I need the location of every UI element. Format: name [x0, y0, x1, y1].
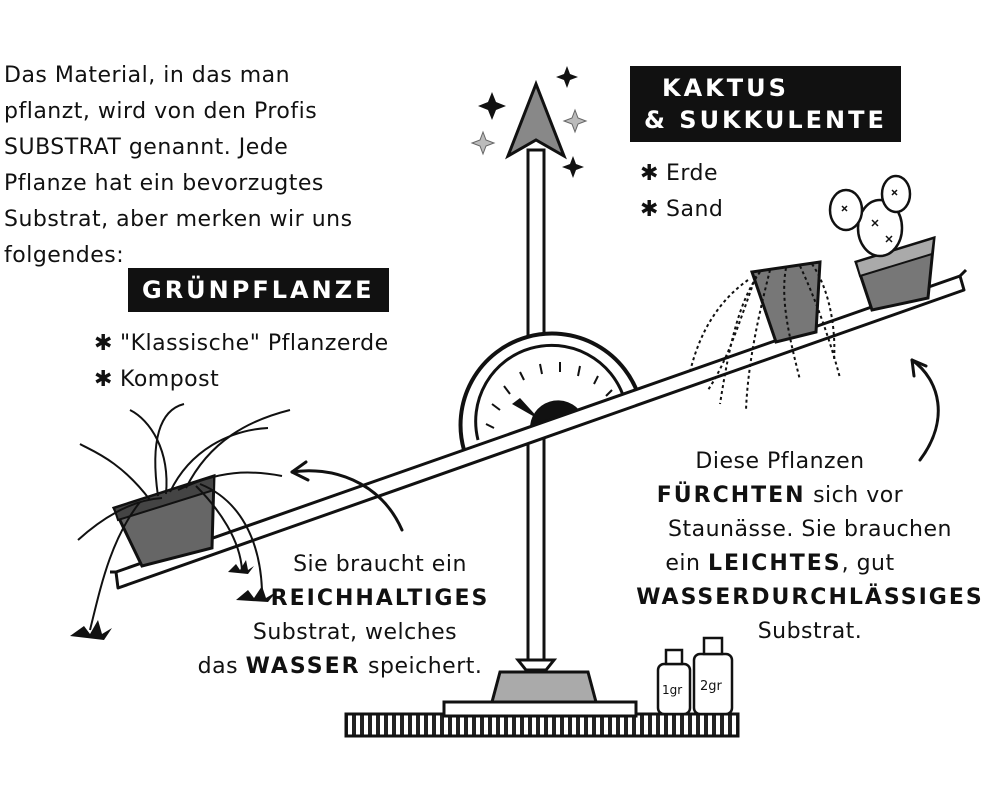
- list-item-label: "Klassische" Pflanzerde: [120, 331, 389, 356]
- asterisk-bullet-icon: ✱: [94, 367, 113, 392]
- asterisk-bullet-icon: ✱: [640, 197, 659, 222]
- weight-small: [656, 648, 692, 716]
- intro-line: SUBSTRAT genannt. Jede: [4, 135, 289, 160]
- intro-line: Das Material, in das man: [4, 63, 291, 88]
- green-plant-title: GRÜNPFLANZE: [128, 268, 389, 312]
- curved-arrow-icon: [290, 460, 404, 532]
- note-emphasis: REICHHALTIGES: [270, 586, 490, 611]
- note-line: Substrat, welches: [252, 620, 458, 645]
- asterisk-bullet-icon: ✱: [640, 161, 659, 186]
- list-item-label: Kompost: [120, 367, 220, 392]
- weight-large-label: 2gr: [700, 679, 723, 694]
- note-line: WASSERDURCHLÄSSIGES: [620, 581, 1000, 615]
- cactus-note: Diese Pflanzen FÜRCHTEN sich vor Staunäs…: [620, 445, 1000, 649]
- sparkle-icon: [470, 108, 588, 156]
- note-line: Diese Pflanzen: [695, 449, 865, 474]
- list-item: ✱ Erde: [640, 156, 723, 192]
- note-emphasis: WASSER: [245, 654, 361, 679]
- list-item-label: Sand: [666, 197, 724, 222]
- string-of-pearls-plant: [689, 260, 841, 411]
- note-line: Sie braucht ein: [293, 552, 467, 577]
- asterisk-bullet-icon: ✱: [94, 331, 113, 356]
- sparkle-icon: [478, 66, 584, 178]
- scale-base: [344, 670, 740, 738]
- note-text: das: [197, 654, 239, 679]
- cactus-title-line: & SUKKULENTE: [644, 106, 887, 134]
- intro-text: Das Material, in das man pflanzt, wird v…: [4, 58, 404, 274]
- note-line: FÜRCHTEN sich vor: [620, 479, 1000, 513]
- intro-line: Pflanze hat ein bevorzugtes: [4, 171, 324, 196]
- note-line: ein LEICHTES, gut: [620, 547, 1000, 581]
- note-line: Staunässe. Sie brauchen: [668, 517, 952, 542]
- weight-large: [692, 636, 734, 716]
- green-plant-note: Sie braucht ein REICHHALTIGES Substrat, …: [160, 548, 520, 684]
- list-item: ✱ Kompost: [94, 362, 389, 398]
- cactus-title-line: KAKTUS: [662, 74, 789, 102]
- green-plant-list: ✱ "Klassische" Pflanzerde ✱ Kompost: [94, 326, 389, 398]
- intro-line: pflanzt, wird von den Profis: [4, 99, 318, 124]
- spider-plant-pot: [70, 403, 291, 640]
- note-emphasis: FÜRCHTEN: [656, 483, 806, 508]
- intro-line: Substrat, aber merken wir uns: [4, 207, 353, 232]
- cactus-list: ✱ Erde ✱ Sand: [640, 156, 723, 228]
- list-item-label: Erde: [666, 161, 719, 186]
- list-item: ✱ Sand: [640, 192, 723, 228]
- cactus-title: KAKTUS & SUKKULENTE: [630, 66, 901, 142]
- weight-small-label: 1gr: [662, 683, 682, 697]
- note-line: das WASSER speichert.: [160, 650, 520, 684]
- note-line: REICHHALTIGES: [160, 582, 520, 616]
- intro-line: folgendes:: [4, 243, 125, 268]
- note-emphasis: WASSERDURCHLÄSSIGES: [636, 585, 984, 610]
- note-text: ein: [665, 551, 701, 576]
- note-text: sich vor: [813, 483, 904, 508]
- list-item: ✱ "Klassische" Pflanzerde: [94, 326, 389, 362]
- cactus-plant: [828, 174, 936, 312]
- note-emphasis: LEICHTES: [707, 551, 842, 576]
- note-text: speichert.: [368, 654, 483, 679]
- note-text: , gut: [841, 551, 895, 576]
- arrow-up-icon: [505, 79, 567, 160]
- curved-arrow-icon: [910, 358, 940, 462]
- note-line: Substrat.: [757, 619, 863, 644]
